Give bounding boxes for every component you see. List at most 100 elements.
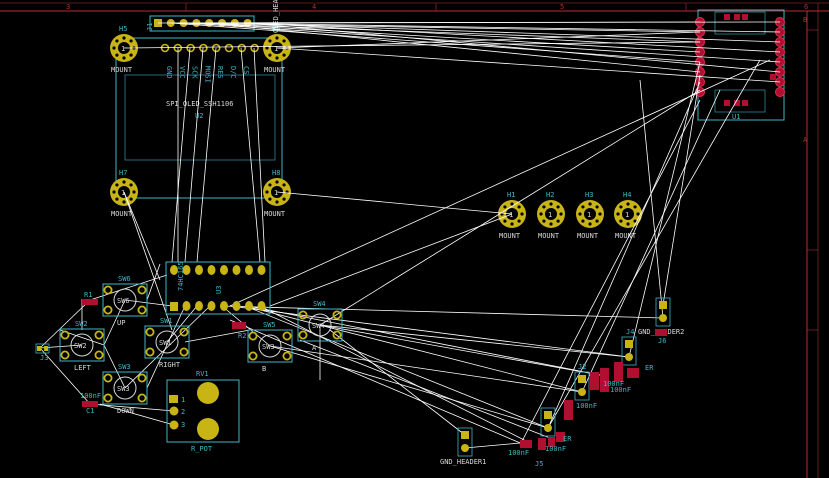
- mcu-smd-pad[interactable]: [734, 14, 740, 20]
- ic-pad[interactable]: [233, 301, 241, 311]
- mount-ref: H3: [585, 191, 593, 199]
- gnd-header2-ref: J6: [658, 337, 666, 345]
- ic-pad[interactable]: [183, 301, 191, 311]
- mounting-hole-h3[interactable]: H3MOUNT 1: [576, 191, 604, 240]
- j4-ref: J4: [626, 328, 634, 336]
- pot-ref: RV1: [196, 370, 209, 378]
- oled-pin-pad[interactable]: [238, 45, 245, 52]
- switch-sw3[interactable]: SW3SW3DOWN: [103, 363, 147, 415]
- mcu-smd-pad[interactable]: [742, 100, 748, 106]
- switch-value: B: [262, 365, 266, 373]
- switch-body: SW3: [117, 385, 130, 393]
- mount-pad-number: 1: [274, 189, 278, 197]
- mcu-pad[interactable]: [776, 88, 785, 97]
- oled-pin-pad[interactable]: [213, 45, 220, 52]
- switch-sw1[interactable]: SW1SW1RIGHT: [145, 317, 189, 369]
- switch-value: LEFT: [74, 364, 92, 372]
- resistor-value-1: ER: [645, 364, 654, 372]
- mount-ref: H2: [546, 191, 554, 199]
- shift-register-ic[interactable]: 74HC165 U3: [166, 261, 270, 314]
- mcu-smd-pad[interactable]: [724, 100, 730, 106]
- mcu-smd-pad[interactable]: [724, 14, 730, 20]
- switch-ref: SW4: [313, 300, 326, 308]
- switch-ref: SW6: [118, 275, 131, 283]
- pot-value: R_POT: [191, 445, 213, 453]
- mcu-smd-pad[interactable]: [770, 74, 776, 80]
- header-pin-label: RES: [216, 66, 224, 79]
- ic-pad[interactable]: [245, 265, 253, 275]
- mounting-hole-h5[interactable]: H5MOUNT 1: [110, 25, 138, 74]
- header-pin-label: MOSI: [203, 66, 211, 83]
- mount-value: MOUNT: [577, 232, 599, 240]
- header-pin-label: VCC: [178, 66, 186, 79]
- mount-ref: H4: [623, 191, 631, 199]
- r1-ref: R1: [84, 291, 92, 299]
- ic-pad[interactable]: [208, 265, 216, 275]
- switch-ref: SW2: [75, 320, 88, 328]
- mounting-hole-h1[interactable]: H1MOUNT1: [498, 191, 526, 240]
- switch-sw5[interactable]: SW3SW5B: [248, 321, 292, 373]
- frame-col-3: 3: [66, 3, 70, 11]
- switch-body: SW2: [74, 342, 87, 350]
- ic-pad[interactable]: [170, 302, 178, 311]
- mount-pad-number: 1: [625, 211, 629, 219]
- mount-ref: H5: [119, 25, 127, 33]
- oled-pin-pad[interactable]: [226, 45, 233, 52]
- mount-pad-number: 1: [548, 211, 552, 219]
- c1-ref: C1: [86, 407, 94, 415]
- ic-pad[interactable]: [220, 265, 228, 275]
- oled-value: SPI_OLED_SSH1106: [166, 100, 233, 108]
- j2-ref: J2: [578, 363, 586, 371]
- oled-pin-pad[interactable]: [251, 45, 258, 52]
- ic-pad[interactable]: [220, 301, 228, 311]
- ic-pad[interactable]: [233, 265, 241, 275]
- switch-ref: SW5: [263, 321, 276, 329]
- potentiometer[interactable]: RV1 R_POT 1 2 3: [167, 370, 239, 453]
- ic-pad[interactable]: [258, 301, 266, 311]
- oled-header[interactable]: J1 OLED_HEADER GNDVCCSCKMOSIRESD/CCS: [146, 0, 280, 83]
- mount-value: MOUNT: [499, 232, 521, 240]
- oled-pin-pad[interactable]: [162, 45, 169, 52]
- frame-col-6: 6: [804, 3, 808, 11]
- switch-sw6[interactable]: SW6SW6UP: [103, 275, 147, 327]
- mcu-ref: U1: [732, 113, 740, 121]
- switch-value: DOWN: [117, 407, 134, 415]
- oled-pin-pad[interactable]: [187, 45, 194, 52]
- mounting-hole-h7[interactable]: H7MOUNT1: [110, 169, 138, 218]
- mounting-hole-h2[interactable]: H2MOUNT 1: [537, 191, 565, 240]
- ic-pad[interactable]: [195, 301, 203, 311]
- ic-value: 74HC165: [177, 261, 185, 291]
- switch-value: RIGHT: [159, 361, 181, 369]
- mounting-hole-h6[interactable]: H6MOUNT1: [263, 25, 291, 74]
- mount-value: MOUNT: [538, 232, 560, 240]
- switch-body: SW6: [117, 297, 130, 305]
- oled-pin-pad[interactable]: [200, 45, 207, 52]
- mount-ref: H1: [507, 191, 515, 199]
- ic-pad[interactable]: [245, 301, 253, 311]
- pot-pin-2: 2: [181, 408, 185, 416]
- mount-ref: H7: [119, 169, 127, 177]
- mcu-smd-pad[interactable]: [742, 14, 748, 20]
- frame-col-5: 5: [560, 3, 564, 11]
- gnd-header1-ref: J5: [535, 460, 543, 468]
- mounting-hole-h8[interactable]: H8MOUNT1: [263, 169, 291, 218]
- mount-pad-number: 1: [121, 45, 125, 53]
- switch-ref: SW1: [160, 317, 173, 325]
- cap-value-3: 100nF: [610, 386, 631, 394]
- ic-pad[interactable]: [208, 301, 216, 311]
- switch-body: SW1: [159, 339, 172, 347]
- ic-pad[interactable]: [195, 265, 203, 275]
- oled-ref: U2: [195, 112, 203, 120]
- mount-pad-number: 1: [587, 211, 591, 219]
- oled-module[interactable]: SPI_OLED_SSH1106 U2: [116, 38, 282, 198]
- passives-right[interactable]: GND_HEADER2 J6 J4 J2 100nF 100nF 100nF 1…: [440, 298, 684, 468]
- mounting-hole-h4[interactable]: H4MOUNT1: [614, 191, 642, 240]
- ic-pad[interactable]: [258, 265, 266, 275]
- mount-value: MOUNT: [264, 66, 286, 74]
- c1-value: 100nF: [80, 392, 101, 400]
- pot-pin-1: 1: [181, 396, 185, 404]
- switch-body: SW4: [312, 322, 325, 330]
- resistor-value-2: ER: [563, 435, 572, 443]
- mount-value: MOUNT: [111, 66, 133, 74]
